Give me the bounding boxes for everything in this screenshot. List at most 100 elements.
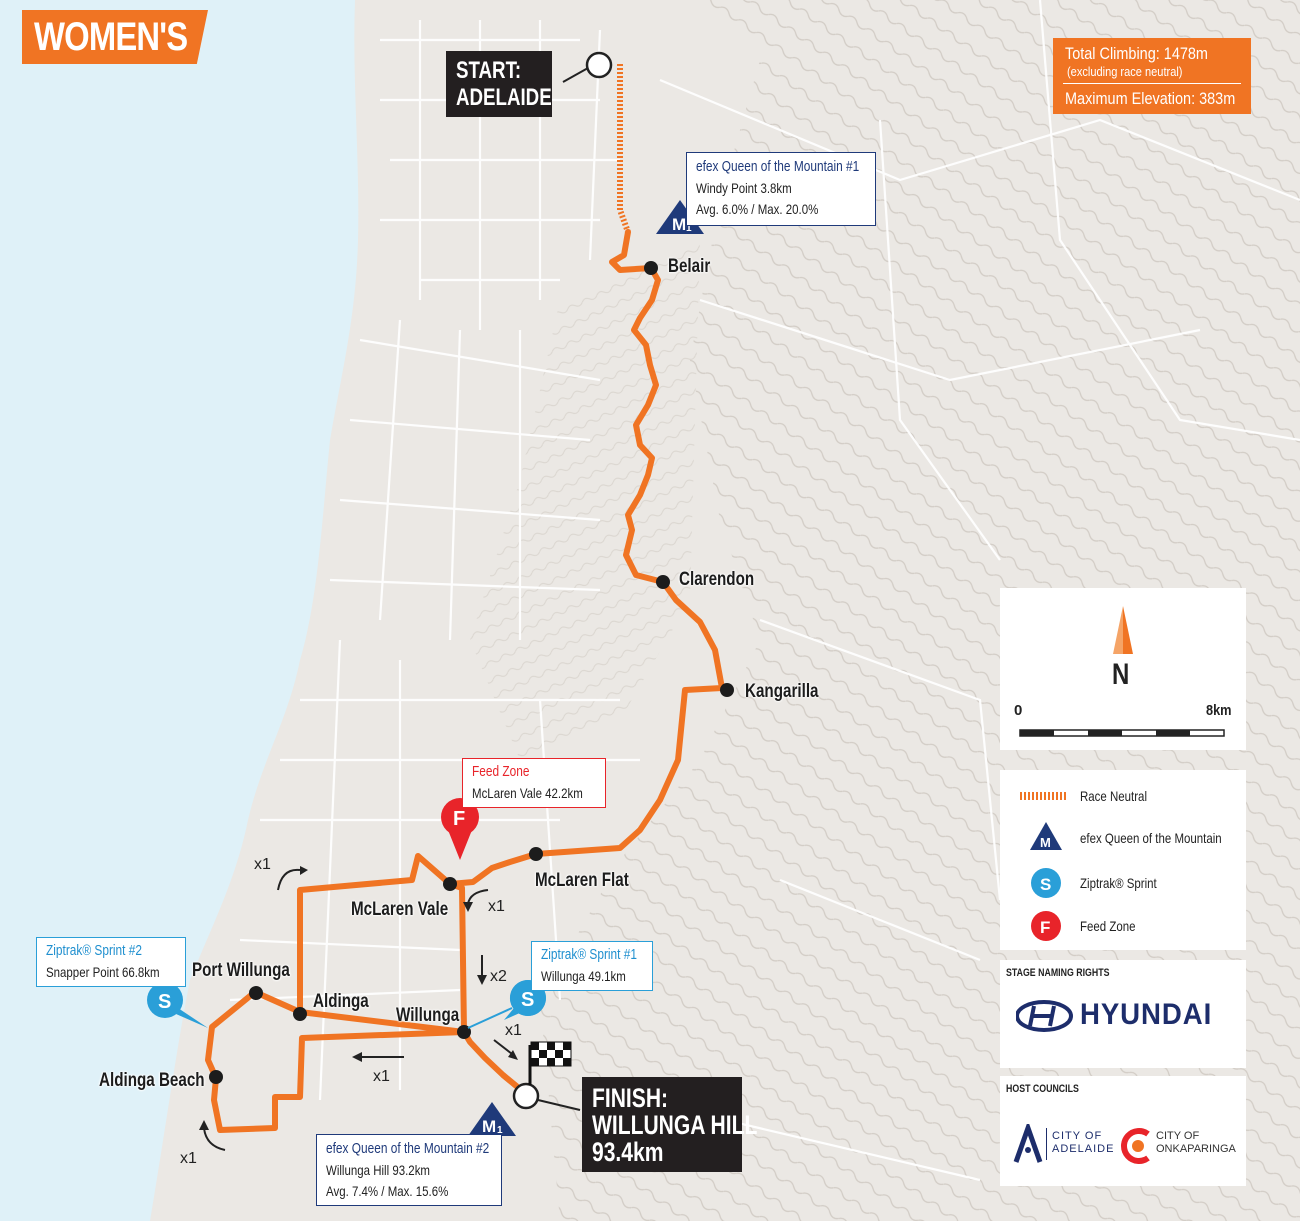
naming-rights-heading: STAGE NAMING RIGHTS — [1006, 967, 1110, 979]
total-climbing: Total Climbing: 1478m — [1065, 44, 1208, 63]
straight-arrow-x1-finish — [493, 1039, 513, 1055]
north-label: N — [1112, 658, 1130, 691]
hill-terrain-west — [470, 240, 700, 760]
dot-aldinga-beach — [209, 1070, 223, 1084]
start-label-box: START: ADELAIDE — [446, 51, 552, 117]
council1-line1: CITY OF — [1052, 1130, 1103, 1142]
legend-mountain-letter: M — [1040, 835, 1051, 850]
dir-label-x1-e: x1 — [180, 1150, 197, 1167]
feed-title: Feed Zone — [472, 764, 530, 780]
race-neutral-segment — [617, 64, 631, 234]
finish-leader-line — [537, 1099, 581, 1111]
title-banner: WOMEN'S — [22, 10, 208, 64]
legend-qom: efex Queen of the Mountain — [1080, 830, 1222, 846]
dot-willunga — [457, 1025, 471, 1039]
mountain-marker-1-sub: 1 — [686, 223, 692, 234]
legend-sprint-letter: S — [1040, 875, 1051, 894]
label-aldinga-beach: Aldinga Beach — [99, 1070, 205, 1091]
qom2-place: Willunga Hill 93.2km — [326, 1162, 430, 1178]
dot-kangarilla — [720, 683, 734, 697]
mountain-marker-2: M 1 — [468, 1102, 516, 1136]
climbing-note: (excluding race neutral) — [1067, 64, 1183, 79]
sprint-1-pointer — [467, 1007, 513, 1029]
qom1-place: Windy Point 3.8km — [696, 180, 792, 196]
label-mclaren-flat: McLaren Flat — [535, 870, 629, 891]
dot-port-willunga — [249, 986, 263, 1000]
host-councils-panel: HOST COUNCILS CITY OF ADELAIDE CITY OF O… — [1000, 1076, 1246, 1186]
max-elevation: Maximum Elevation: 383m — [1065, 89, 1236, 108]
chequered-flag-icon — [528, 1041, 572, 1085]
page-title: WOMEN'S — [34, 15, 188, 59]
sprint-marker-1-letter: S — [521, 989, 534, 1011]
label-willunga: Willunga — [396, 1005, 460, 1026]
compass-graphic — [1019, 606, 1225, 737]
adelaide-logo-icon — [1013, 1124, 1043, 1163]
sprint2-place: Snapper Point 66.8km — [46, 964, 160, 980]
title-banner-bg — [22, 10, 208, 64]
route-line — [205, 229, 725, 1133]
mountain-marker-2-letter: M — [482, 1117, 496, 1136]
compass-panel: N 0 8km — [1000, 588, 1246, 750]
naming-rights-panel: STAGE NAMING RIGHTS HYUNDAI — [1000, 960, 1246, 1068]
qom1-title: efex Queen of the Mountain #1 — [696, 159, 860, 175]
sprint1-title: Ziptrak® Sprint #1 — [541, 947, 637, 963]
host-councils-heading: HOST COUNCILS — [1006, 1083, 1079, 1095]
north-arrow-left — [1113, 606, 1123, 654]
dir-label-x1-c: x1 — [505, 1022, 522, 1039]
legend-sprint-icon — [1031, 868, 1061, 898]
legend-mountain-icon — [1030, 822, 1062, 850]
dot-mclaren-vale — [443, 877, 457, 891]
dir-label-x1-d: x1 — [373, 1068, 390, 1085]
label-aldinga: Aldinga — [313, 991, 369, 1012]
sprint-marker-2: S — [147, 982, 208, 1028]
council1-line2: ADELAIDE — [1052, 1143, 1115, 1155]
straight-arrow-head-x1-finish — [508, 1050, 518, 1060]
sponsor-wordmark: HYUNDAI — [1080, 998, 1213, 1031]
dot-clarendon — [656, 575, 670, 589]
legend-race-neutral: Race Neutral — [1080, 788, 1147, 804]
curved-arrow-head-beach — [199, 1120, 209, 1130]
curved-arrow-head-mclaren — [300, 866, 308, 875]
adelaide-logo-divider — [1046, 1128, 1047, 1160]
qom2-title: efex Queen of the Mountain #2 — [326, 1141, 490, 1157]
onkaparinga-logo-icon — [1121, 1128, 1150, 1164]
legend-feed: Feed Zone — [1080, 918, 1136, 934]
scale-start-label: 0 — [1014, 702, 1023, 719]
stats-divider — [1063, 83, 1241, 84]
qom2-grade: Avg. 7.4% / Max. 15.6% — [326, 1183, 449, 1199]
dot-mclaren-flat — [529, 847, 543, 861]
curved-arrow-head-vale — [463, 902, 473, 912]
feed-callout: Feed Zone McLaren Vale 42.2km — [462, 758, 606, 808]
finish-line2: WILLUNGA HILL — [592, 1110, 758, 1140]
direction-arrows — [199, 866, 518, 1151]
legend-feed-icon — [1031, 911, 1061, 941]
legend-feed-letter: F — [1040, 918, 1050, 937]
qom2-callout: efex Queen of the Mountain #2 Willunga H… — [316, 1134, 502, 1206]
finish-line3: 93.4km — [592, 1137, 664, 1167]
hyundai-logo-icon — [1016, 1000, 1073, 1032]
straight-arrow-head-x2 — [477, 975, 487, 985]
dir-label-x2: x2 — [490, 968, 507, 985]
sprint2-title: Ziptrak® Sprint #2 — [46, 943, 142, 959]
stats-box: Total Climbing: 1478m (excluding race ne… — [1053, 38, 1251, 114]
sea — [0, 0, 359, 1221]
route-aldinga-link — [299, 1009, 465, 1035]
north-arrow-right — [1123, 606, 1133, 654]
start-marker — [585, 51, 613, 79]
qom1-grade: Avg. 6.0% / Max. 20.0% — [696, 201, 819, 217]
feed-place: McLaren Vale 42.2km — [472, 785, 583, 801]
qom1-callout: efex Queen of the Mountain #1 Windy Poin… — [686, 152, 876, 226]
council2-line2: ONKAPARINGA — [1156, 1143, 1236, 1155]
mountain-marker-2-sub: 1 — [497, 1125, 503, 1136]
start-line1: START: — [456, 57, 522, 84]
finish-marker — [512, 1082, 540, 1110]
sprint1-place: Willunga 49.1km — [541, 968, 626, 984]
dir-label-x1-b: x1 — [488, 898, 505, 915]
dot-aldinga — [293, 1007, 307, 1021]
start-line2: ADELAIDE — [456, 84, 552, 111]
label-clarendon: Clarendon — [679, 569, 755, 590]
label-kangarilla: Kangarilla — [745, 681, 819, 702]
scale-seg-1 — [1020, 730, 1054, 736]
curved-arrow-beach — [203, 1127, 226, 1151]
